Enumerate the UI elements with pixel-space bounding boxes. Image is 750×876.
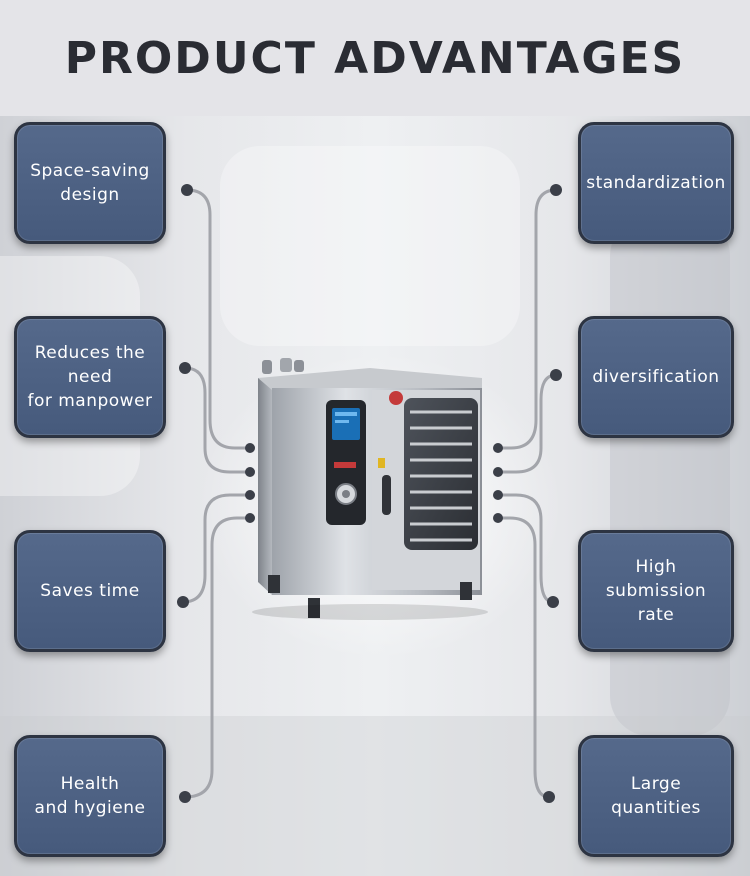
connector-dot (181, 184, 193, 196)
feature-card-saves-time: Saves time (14, 530, 166, 652)
feature-card-reduces-manpower: Reduces the need for manpower (14, 316, 166, 438)
page-title: PRODUCT ADVANTAGES (64, 32, 686, 84)
connector-dot (177, 596, 189, 608)
connector-dot (493, 513, 503, 523)
feature-card-standardization: standardization (578, 122, 734, 244)
feature-card-diversification: diversification (578, 316, 734, 438)
connector-dot (550, 184, 562, 196)
connector-dot (493, 467, 503, 477)
connector-dot (179, 362, 191, 374)
connector-dot (245, 443, 255, 453)
feature-card-health-hygiene: Health and hygiene (14, 735, 166, 857)
connector-dot (245, 513, 255, 523)
connector-dot (493, 490, 503, 500)
connector-dot (245, 490, 255, 500)
feature-card-space-saving: Space-saving design (14, 122, 166, 244)
connector-dot (543, 791, 555, 803)
feature-card-high-submission-rate: High submission rate (578, 530, 734, 652)
header: PRODUCT ADVANTAGES (0, 0, 750, 116)
connector-dot (550, 369, 562, 381)
connector-dot (547, 596, 559, 608)
connector-dot (493, 443, 503, 453)
connector-dot (245, 467, 255, 477)
feature-card-large-quantities: Large quantities (578, 735, 734, 857)
combi-oven-image (252, 358, 488, 620)
connector-dot (179, 791, 191, 803)
